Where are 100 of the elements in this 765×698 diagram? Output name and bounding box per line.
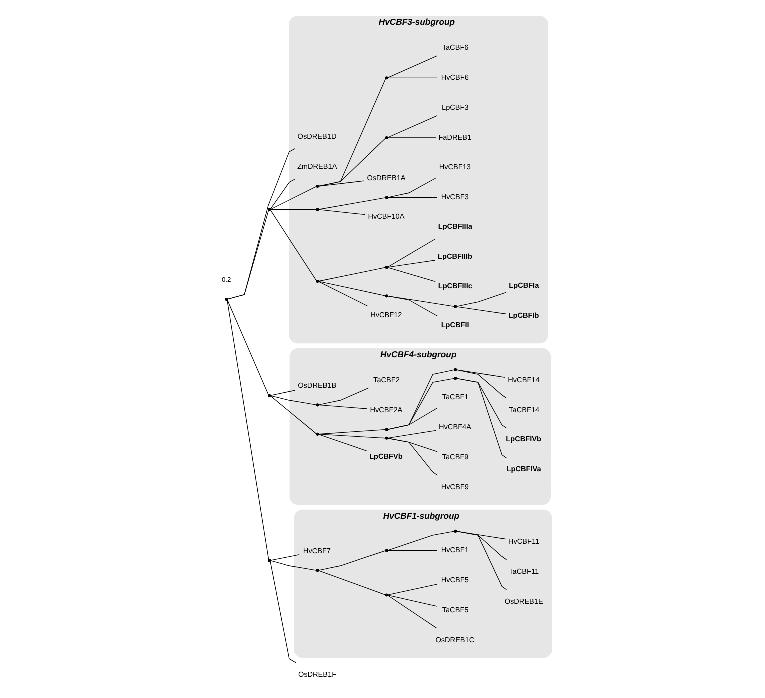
connector: [387, 260, 436, 268]
connector: [387, 56, 438, 78]
connector: [318, 138, 386, 187]
node-text: TaCBF5: [442, 605, 468, 614]
connector: [318, 281, 386, 296]
connector: [387, 430, 436, 439]
node-text: HvCBF1: [440, 546, 468, 555]
connector: [456, 306, 506, 314]
connector: [270, 178, 296, 210]
node-point: [224, 298, 228, 302]
connector: [318, 570, 386, 596]
node-text: OsDREB1F: [298, 670, 336, 679]
connector: [318, 550, 386, 571]
connector: [270, 186, 316, 210]
node-text: LpCBFIVb: [506, 434, 541, 444]
connector: [270, 396, 316, 406]
connector: [270, 390, 296, 396]
connector: [318, 267, 386, 282]
node-text: LpCBFIb: [508, 310, 539, 320]
node-text: LpCBFIIIb: [438, 252, 472, 261]
node-point: [316, 569, 319, 572]
node-text: LpCBFIIIc: [438, 282, 472, 291]
connector: [456, 531, 506, 540]
connector: [387, 531, 454, 551]
connector: [387, 438, 438, 452]
node-text: HvCBF11: [508, 536, 540, 546]
connector: [387, 197, 438, 198]
node-point: [454, 377, 457, 380]
node-text: HvCBF12: [370, 310, 402, 320]
node-text: TaCBF11: [508, 566, 539, 576]
connector: [226, 300, 268, 396]
node-point: [454, 305, 457, 308]
node-point: [316, 280, 319, 284]
connector: [227, 210, 269, 300]
node-text: HvCBF14: [508, 375, 540, 384]
node-text: HvCBF5: [440, 575, 468, 584]
node-text: OsDREB1C: [435, 635, 474, 644]
connector: [227, 148, 295, 300]
connector: [387, 115, 438, 138]
connector: [387, 584, 438, 596]
connector: [456, 531, 507, 590]
node-text: TaCBF2: [373, 375, 400, 384]
connector: [387, 178, 436, 198]
connector: [387, 238, 436, 268]
node-text: TaCBF9: [442, 452, 468, 462]
connector: [318, 282, 368, 307]
node-point: [454, 368, 457, 372]
connector: [387, 595, 438, 607]
node-point: [454, 530, 457, 533]
node-text: LpCBFIa: [508, 281, 539, 290]
node-text: LpCBFIVa: [506, 464, 541, 474]
connector: [318, 388, 369, 406]
node-text: LpCBF3: [442, 102, 468, 112]
connector: [456, 370, 507, 399]
node-point: [316, 404, 319, 407]
connector: [318, 210, 366, 216]
node-point: [316, 184, 319, 188]
connector: [226, 300, 269, 560]
node-text: HvCBF6: [440, 73, 468, 82]
connector: [318, 434, 386, 439]
connector: [456, 292, 506, 308]
node-point: [384, 428, 388, 432]
connector: [270, 554, 300, 561]
connector: [456, 531, 507, 560]
node-text: OsDREB1E: [504, 596, 543, 606]
node-text: HvCBF13: [438, 162, 471, 172]
node-text: FaDREB1: [438, 132, 472, 142]
node-text: HvCBF10A: [368, 212, 404, 221]
node-text: TaCBF1: [442, 392, 468, 402]
connector: [387, 438, 438, 476]
node-text: OsDREB1D: [297, 132, 336, 142]
connector: [387, 550, 438, 552]
node-point: [316, 208, 319, 212]
node-text: OsDREB1A: [366, 173, 406, 182]
node-text: LpCBFII: [440, 320, 469, 330]
node-point: [268, 559, 271, 562]
node-text: HvCBF4A: [438, 422, 471, 432]
connector: [270, 396, 316, 434]
node-text: LpCBFVb: [369, 452, 402, 461]
node-point: [268, 394, 271, 398]
node-point: [384, 549, 388, 552]
node-text: OsDREB1B: [298, 380, 336, 390]
node-text: HvCBF3: [440, 192, 468, 202]
node-text: HvCBF7: [302, 546, 331, 556]
connector: [456, 378, 507, 459]
connector: [318, 180, 364, 187]
connector: [387, 296, 454, 308]
connector: [270, 210, 316, 282]
connector: [387, 267, 436, 282]
node-point: [384, 136, 388, 140]
connector: [318, 198, 386, 210]
connector: [270, 560, 316, 571]
connector: [387, 595, 437, 629]
node-text: HvCBF9: [440, 482, 468, 492]
node-point: [268, 208, 271, 212]
node-point: [384, 76, 388, 80]
node-text: TaCBF6: [442, 43, 468, 52]
node-text: HvCBF2A: [370, 405, 402, 414]
connector: [318, 429, 386, 435]
node-point: [384, 266, 388, 270]
